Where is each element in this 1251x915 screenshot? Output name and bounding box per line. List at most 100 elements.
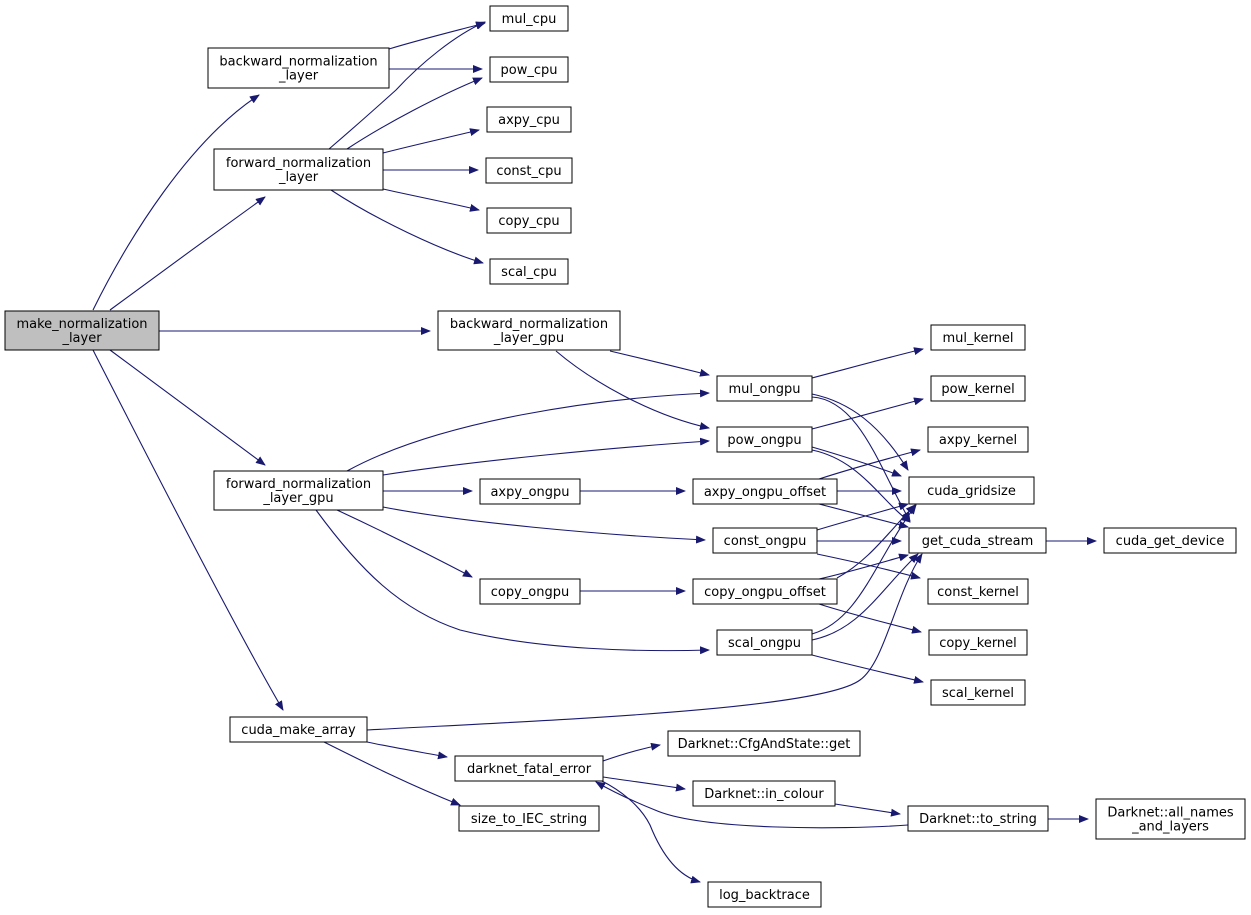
node-box[interactable]	[712, 527, 818, 554]
node-box[interactable]	[908, 476, 1035, 505]
node-forward-normalization-layer[interactable]: forward_normalization_layer	[213, 148, 384, 191]
node-box[interactable]	[489, 56, 569, 83]
node-make-normalization-layer[interactable]: make_normalization_layer	[4, 310, 160, 351]
node-copy-ongpu[interactable]: copy_ongpu	[479, 578, 581, 605]
node-label: axpy_kernel	[939, 433, 1017, 448]
node-axpy-ongpu-offset[interactable]: axpy_ongpu_offset	[692, 478, 838, 505]
node-all-names-and-layers[interactable]: Darknet::all_names_and_layers	[1095, 798, 1246, 840]
node-box[interactable]	[207, 47, 390, 89]
edge-pow-ongpu-to-get-cuda-stream	[811, 449, 911, 523]
edge-cuda-make-array-to-size-to-IEC-string	[323, 741, 461, 806]
node-box[interactable]	[930, 679, 1026, 706]
node-box[interactable]	[908, 527, 1047, 554]
node-mul-cpu[interactable]: mul_cpu	[489, 5, 569, 32]
node-darknet-fatal-error[interactable]: darknet_fatal_error	[454, 755, 604, 782]
node-label: axpy_ongpu_offset	[704, 485, 826, 500]
node-label: cuda_make_array	[241, 723, 356, 738]
node-box[interactable]	[486, 207, 572, 234]
node-box[interactable]	[489, 5, 569, 32]
node-const-ongpu[interactable]: const_ongpu	[712, 527, 818, 554]
node-mul-kernel[interactable]: mul_kernel	[930, 324, 1026, 351]
node-cuda-make-array[interactable]: cuda_make_array	[229, 716, 368, 743]
node-box[interactable]	[479, 478, 581, 505]
node-label: pow_cpu	[501, 63, 558, 78]
node-get-cuda-stream[interactable]: get_cuda_stream	[908, 527, 1047, 554]
node-axpy-ongpu[interactable]: axpy_ongpu	[479, 478, 581, 505]
node-forward-normalization-layer-gpu[interactable]: forward_normalization_layer_gpu	[213, 470, 384, 511]
node-backward-normalization-layer-gpu[interactable]: backward_normalization_layer_gpu	[437, 310, 621, 351]
node-const-cpu[interactable]: const_cpu	[485, 157, 573, 184]
edge-make-normalization-layer-to-forward-normalization-layer	[109, 196, 266, 311]
node-box[interactable]	[1095, 798, 1246, 840]
node-scal-ongpu[interactable]: scal_ongpu	[716, 629, 813, 656]
node-axpy-kernel[interactable]: axpy_kernel	[927, 426, 1029, 453]
node-cuda-gridsize[interactable]: cuda_gridsize	[908, 476, 1035, 505]
node-box[interactable]	[229, 716, 368, 743]
node-label: _layer	[278, 69, 319, 84]
node-axpy-cpu[interactable]: axpy_cpu	[486, 106, 572, 133]
node-backward-normalization-layer[interactable]: backward_normalization_layer	[207, 47, 390, 89]
node-box[interactable]	[930, 375, 1026, 402]
node-label: copy_ongpu_offset	[704, 585, 826, 600]
node-copy-cpu[interactable]: copy_cpu	[486, 207, 572, 234]
node-copy-kernel[interactable]: copy_kernel	[928, 629, 1028, 656]
node-label: _layer	[61, 331, 102, 346]
node-box[interactable]	[486, 106, 572, 133]
node-label: Darknet::CfgAndState::get	[678, 737, 851, 752]
node-copy-ongpu-offset[interactable]: copy_ongpu_offset	[692, 578, 838, 605]
node-box[interactable]	[667, 730, 861, 757]
edge-make-normalization-layer-to-forward-normalization-layer-gpu	[109, 349, 266, 466]
node-to-string[interactable]: Darknet::to_string	[907, 805, 1049, 832]
node-label: pow_kernel	[941, 382, 1014, 397]
node-box[interactable]	[907, 805, 1049, 832]
node-label: mul_cpu	[502, 12, 557, 27]
node-box[interactable]	[692, 478, 838, 505]
node-const-kernel[interactable]: const_kernel	[927, 578, 1029, 605]
node-box[interactable]	[928, 629, 1028, 656]
node-size-to-IEC-string[interactable]: size_to_IEC_string	[458, 805, 600, 832]
node-box[interactable]	[489, 258, 569, 285]
node-box[interactable]	[485, 157, 573, 184]
node-cfg-get[interactable]: Darknet::CfgAndState::get	[667, 730, 861, 757]
edge-forward-normalization-layer-to-pow-cpu	[346, 77, 483, 150]
node-box[interactable]	[716, 426, 813, 453]
node-box[interactable]	[458, 805, 600, 832]
node-label: mul_kernel	[942, 331, 1013, 346]
edge-forward-normalization-layer-to-axpy-cpu	[382, 128, 480, 154]
node-box[interactable]	[930, 324, 1026, 351]
node-box[interactable]	[692, 578, 838, 605]
edge-darknet-fatal-error-to-in-colour	[602, 776, 686, 792]
node-scal-cpu[interactable]: scal_cpu	[489, 258, 569, 285]
node-label: cuda_gridsize	[927, 484, 1016, 499]
node-box[interactable]	[1103, 527, 1237, 554]
node-box[interactable]	[716, 375, 813, 402]
node-box[interactable]	[213, 148, 384, 191]
node-box[interactable]	[437, 310, 621, 351]
node-pow-cpu[interactable]: pow_cpu	[489, 56, 569, 83]
node-mul-ongpu[interactable]: mul_ongpu	[716, 375, 813, 402]
node-cuda-get-device[interactable]: cuda_get_device	[1103, 527, 1237, 554]
node-box[interactable]	[716, 629, 813, 656]
edge-darknet-fatal-error-to-log-backtrace	[599, 779, 701, 884]
edge-axpy-ongpu-offset-to-axpy-kernel	[818, 448, 921, 480]
node-box[interactable]	[213, 470, 384, 511]
edge-forward-normalization-layer-to-mul-cpu	[328, 21, 486, 150]
node-box[interactable]	[707, 881, 822, 908]
node-box[interactable]	[454, 755, 604, 782]
node-log-backtrace[interactable]: log_backtrace	[707, 881, 822, 908]
node-box[interactable]	[692, 780, 836, 807]
node-pow-kernel[interactable]: pow_kernel	[930, 375, 1026, 402]
node-box[interactable]	[927, 578, 1029, 605]
edge-scal-ongpu-to-get-cuda-stream	[811, 553, 919, 641]
edge-backward-normalization-layer-gpu-to-mul-ongpu	[609, 350, 710, 377]
node-scal-kernel[interactable]: scal_kernel	[930, 679, 1026, 706]
node-box[interactable]	[4, 310, 160, 351]
edge-forward-normalization-layer-to-scal-cpu	[330, 189, 484, 265]
edge-backward-normalization-layer-to-mul-cpu	[388, 21, 486, 50]
node-box[interactable]	[479, 578, 581, 605]
node-pow-ongpu[interactable]: pow_ongpu	[716, 426, 813, 453]
node-box[interactable]	[927, 426, 1029, 453]
node-in-colour[interactable]: Darknet::in_colour	[692, 780, 836, 807]
edge-darknet-fatal-error-to-cfg-get	[602, 742, 661, 762]
